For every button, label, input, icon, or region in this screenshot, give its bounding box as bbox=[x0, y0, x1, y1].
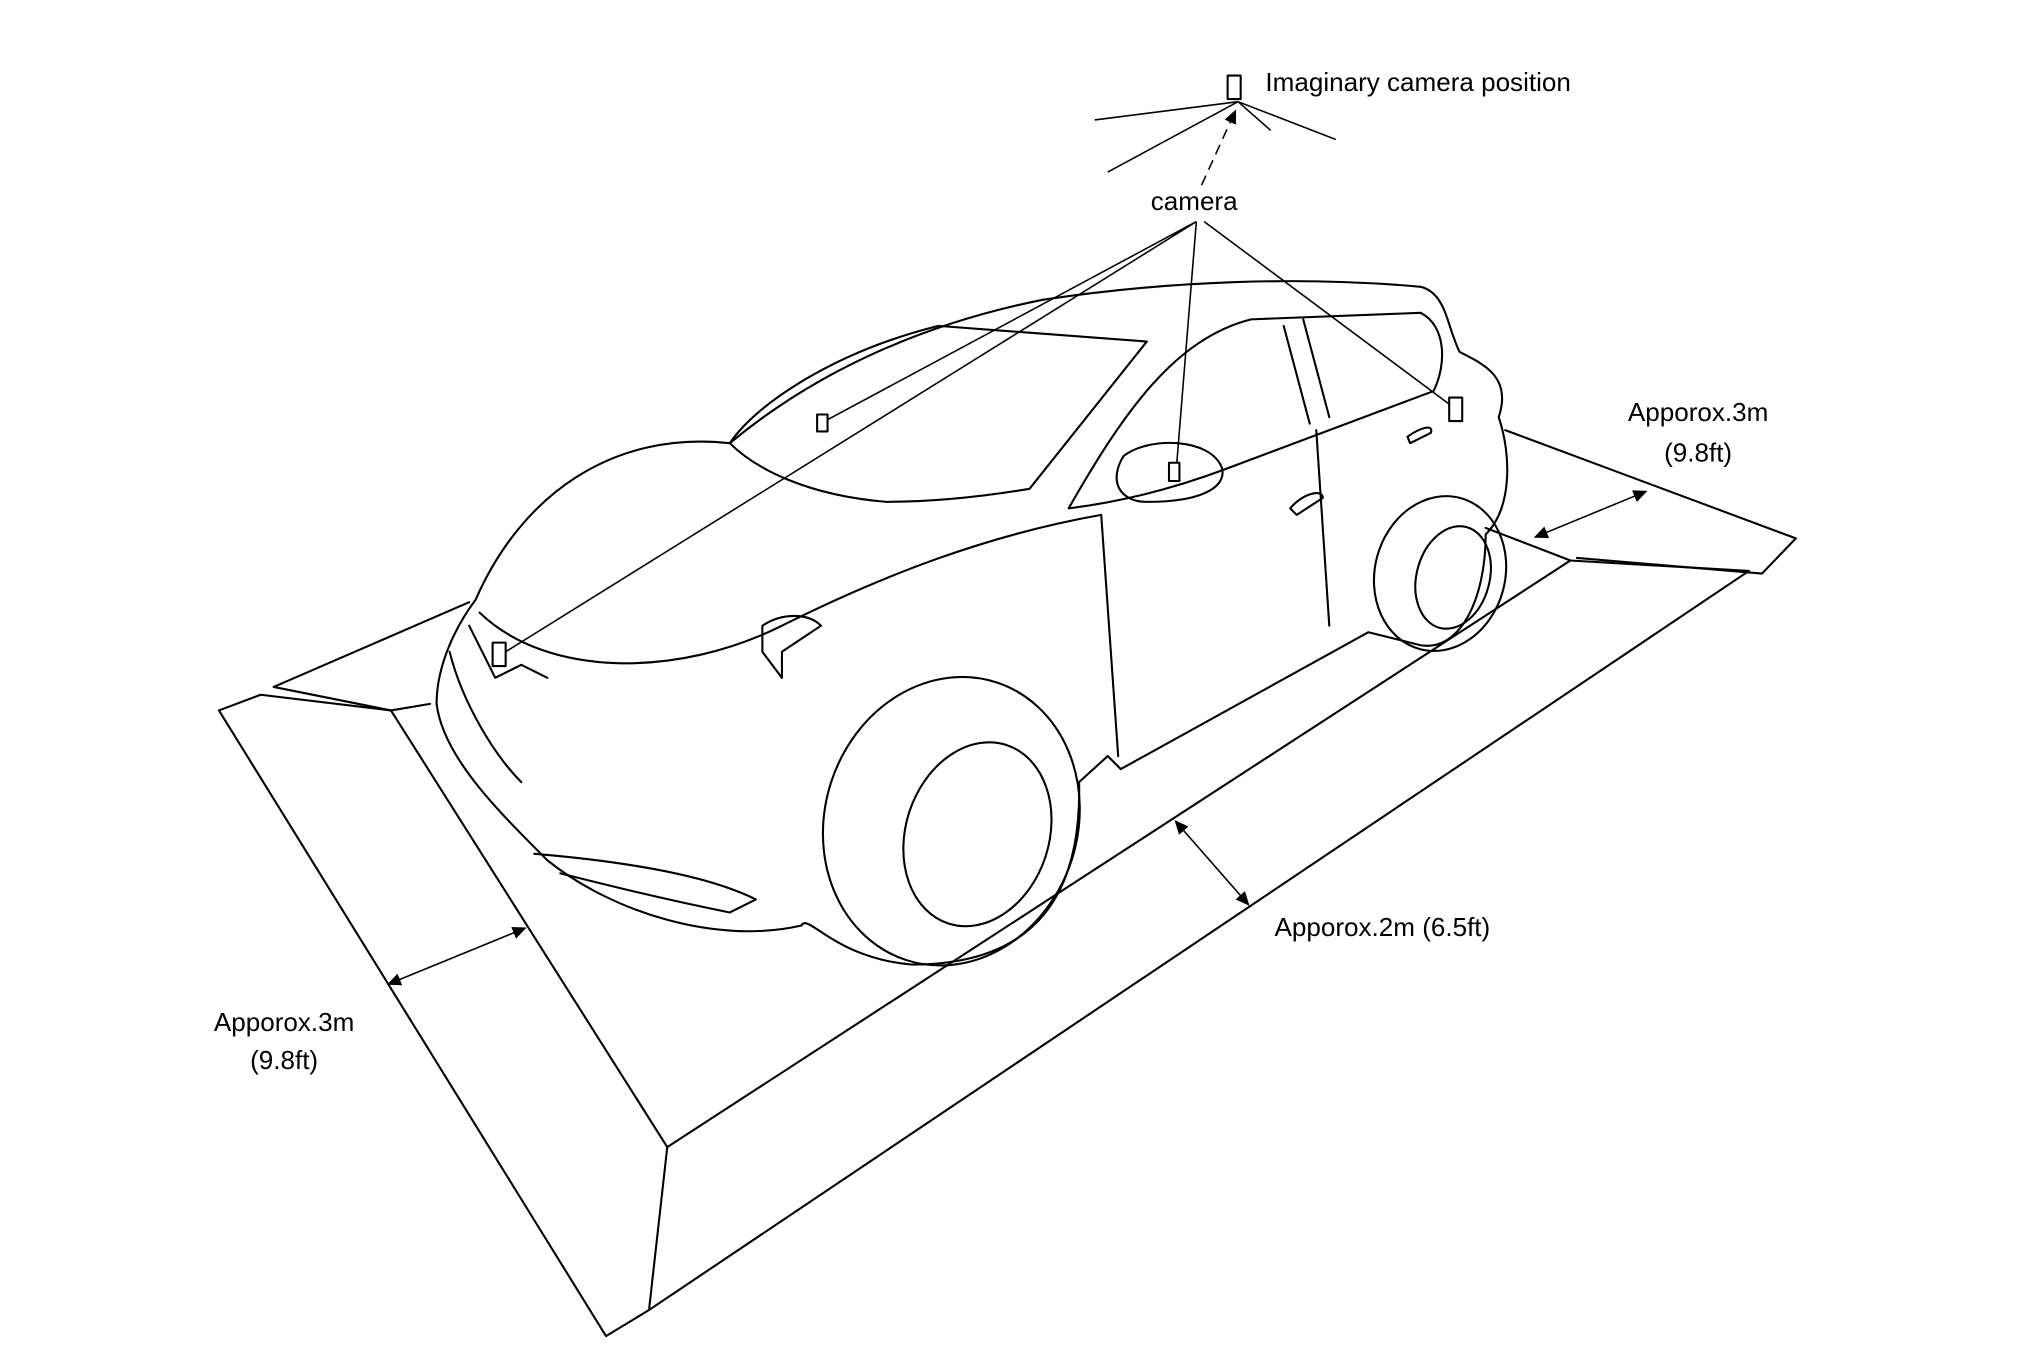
rear-distance-arrow bbox=[1533, 490, 1648, 539]
side-mirror-camera-icon bbox=[1167, 461, 1181, 483]
camera-label: camera bbox=[1151, 186, 1238, 216]
ground-zone-front bbox=[217, 601, 669, 1338]
front-distance-label-2: (9.8ft) bbox=[250, 1045, 318, 1075]
front-camera-icon bbox=[491, 641, 507, 668]
rear-camera-icon bbox=[1448, 396, 1464, 423]
ground-zone-rear bbox=[1484, 429, 1797, 575]
imaginary-camera-label: Imaginary camera position bbox=[1265, 67, 1570, 97]
rear-distance-label-1: Apporox.3m bbox=[1628, 397, 1768, 427]
imaginary-camera-icon bbox=[1226, 74, 1242, 101]
imaginary-camera-view-lines bbox=[1094, 100, 1337, 186]
rear-distance-label-2: (9.8ft) bbox=[1664, 437, 1732, 467]
front-distance-arrow bbox=[386, 927, 527, 986]
camera-leader-lines bbox=[505, 220, 1450, 653]
car-illustration bbox=[435, 280, 1509, 967]
ground-zone-side bbox=[647, 559, 1750, 1312]
front-distance-label-1: Apporox.3m bbox=[214, 1007, 354, 1037]
side-distance-label: Apporox.2m (6.5ft) bbox=[1275, 912, 1491, 942]
side-distance-arrow bbox=[1174, 820, 1250, 906]
roof-camera-icon bbox=[816, 413, 829, 433]
